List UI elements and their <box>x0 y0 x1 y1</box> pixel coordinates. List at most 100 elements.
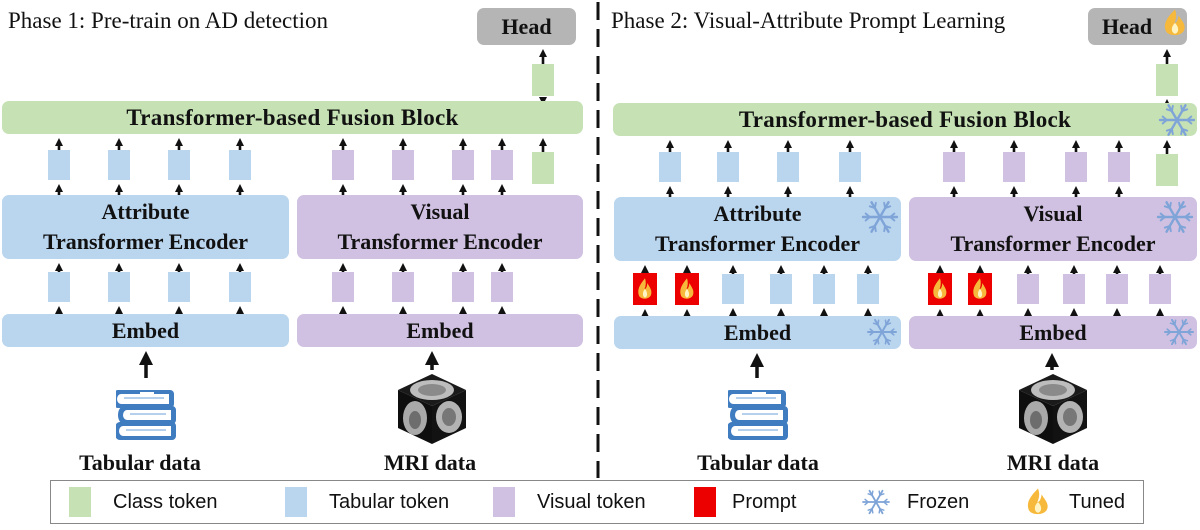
legend-frozen-label: Frozen <box>907 490 970 513</box>
phase2-visual-token-upper <box>1108 152 1130 182</box>
phase1-attr-encoder-line2: Transformer Encoder <box>42 229 249 254</box>
flame-icon <box>1023 487 1053 517</box>
legend: Class token Tabular token Visual token P… <box>50 480 1144 524</box>
phase2-visual-token-lower <box>1063 274 1085 304</box>
phase2-class-token-lower <box>1156 154 1178 186</box>
phase1-brain-cube-icon <box>396 372 468 446</box>
tabular-token-swatch <box>285 487 307 517</box>
vis-encoder-snowflake-icon <box>1156 201 1194 233</box>
phase1-tabular-token-upper <box>48 150 70 180</box>
legend-tuned: Tuned <box>1023 481 1125 523</box>
phase2-vis-encoder-line2: Transformer Encoder <box>950 231 1156 256</box>
phase2-visual-token-upper <box>943 152 965 182</box>
phase2-prompt-token-tabular <box>675 273 699 305</box>
phase2-tabular-token-lower <box>770 274 792 304</box>
phase2-fusion-block: Transformer-based Fusion Block <box>613 103 1197 136</box>
phase2-tabular-token-upper <box>839 152 861 182</box>
phase2-embed-right: Embed <box>909 316 1197 349</box>
phase1-embed-left: Embed <box>2 314 289 347</box>
phase1-tabular-token-lower <box>229 272 251 302</box>
phase2-tabular-token-upper <box>659 152 681 182</box>
phase1-mri-label: MRI data <box>383 450 477 475</box>
phase1-book-stack-icon <box>112 382 176 444</box>
legend-tabular-token-label: Tabular token <box>329 490 450 513</box>
phase1-vis-encoder-line2: Transformer Encoder <box>337 229 543 254</box>
phase2-prompt-token-tabular <box>633 273 657 305</box>
embed-right-snowflake-icon <box>1164 318 1194 346</box>
phase1-visual-token-upper <box>392 150 414 180</box>
legend-class-token-label: Class token <box>113 490 218 513</box>
legend-frozen: Frozen <box>861 481 969 523</box>
phase1-tabular-token-lower <box>48 272 70 302</box>
phase1-tabular-label: Tabular data <box>79 450 201 475</box>
flame-icon <box>933 278 947 299</box>
class-token-swatch <box>69 487 91 517</box>
phase1-fusion-block: Transformer-based Fusion Block <box>2 101 583 134</box>
phase2-embed-left: Embed <box>614 316 901 349</box>
visual-token-swatch <box>493 487 515 517</box>
phase2-attr-encoder-line1: Attribute <box>713 201 802 226</box>
legend-class-token: Class token <box>69 481 218 523</box>
legend-tuned-label: Tuned <box>1069 490 1125 513</box>
phase1-visual-token-lower <box>452 272 474 302</box>
attr-encoder-snowflake-icon <box>861 201 899 233</box>
phase2-brain-cube-icon <box>1017 372 1089 446</box>
phase2-tabular-token-lower <box>722 274 744 304</box>
phase2-prompt-token-visual <box>968 273 992 305</box>
phase1-tabular-token-upper <box>168 150 190 180</box>
phase2-mri-label: MRI data <box>1006 450 1100 475</box>
phase2-tabular-token-lower <box>813 274 835 304</box>
snowflake-icon <box>861 487 891 517</box>
phase1-head-block: Head <box>477 8 576 45</box>
phase2-vis-encoder-line1: Visual <box>1023 201 1083 226</box>
phase2-tabular-token-upper <box>717 152 739 182</box>
legend-prompt: Prompt <box>694 481 796 523</box>
prompt-swatch <box>694 487 716 517</box>
phase2-head-label: Head <box>1102 13 1153 39</box>
phase2-prompt-token-visual <box>928 273 952 305</box>
phase2-tabular-token-upper <box>777 152 799 182</box>
flame-icon <box>680 278 694 299</box>
phase2-tabular-label: Tabular data <box>697 450 819 475</box>
phase1-attr-encoder-line1: Attribute <box>101 199 190 224</box>
phase2-title: Phase 2: Visual-Attribute Prompt Learnin… <box>611 8 1006 33</box>
phase2-visual-token-upper <box>1003 152 1025 182</box>
legend-tabular-token: Tabular token <box>285 481 449 523</box>
phase2-class-token-top <box>1156 64 1178 96</box>
phase1-visual-token-upper <box>491 150 513 180</box>
embed-left-snowflake-icon <box>867 318 897 346</box>
phase1-title: Phase 1: Pre-train on AD detection <box>8 8 329 33</box>
head-flame-icon <box>1164 9 1185 36</box>
phase2-visual-token-upper <box>1065 152 1087 182</box>
flame-icon <box>973 278 987 299</box>
phase1-visual-token-lower <box>491 272 513 302</box>
phase2-visual-token-lower <box>1149 274 1171 304</box>
phase1-tabular-token-lower <box>108 272 130 302</box>
phase1-vis-encoder-line1: Visual <box>410 199 470 224</box>
phase2-head-block: Head <box>1088 8 1187 45</box>
phase1-tabular-token-upper <box>229 150 251 180</box>
phase1-visual-token-lower <box>332 272 354 302</box>
legend-visual-token-label: Visual token <box>537 490 646 513</box>
phase2-tabular-token-lower <box>857 274 879 304</box>
phase2-book-stack-icon <box>724 382 788 444</box>
phase1-class-token-lower <box>532 152 554 184</box>
legend-visual-token: Visual token <box>493 481 646 523</box>
phase2-attr-encoder-line2: Transformer Encoder <box>654 231 861 256</box>
phase1-embed-right: Embed <box>297 314 583 347</box>
flame-icon <box>638 278 652 299</box>
phase1-tabular-token-lower <box>168 272 190 302</box>
phase2-visual-token-lower <box>1106 274 1128 304</box>
phase1-class-token-top <box>532 64 554 96</box>
phase2-visual-token-lower <box>1017 274 1039 304</box>
arrow-layer <box>55 49 1171 378</box>
phase1-visual-token-upper <box>452 150 474 180</box>
phase1-visual-token-lower <box>392 272 414 302</box>
legend-prompt-label: Prompt <box>732 490 797 513</box>
phase1-visual-token-upper <box>332 150 354 180</box>
